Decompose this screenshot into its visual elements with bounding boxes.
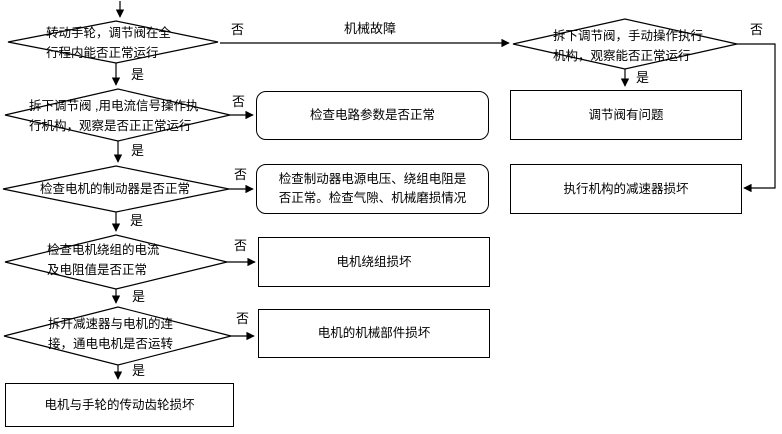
edge-label-no-1: 否 <box>231 22 245 37</box>
edge-label-yes-4: 是 <box>132 289 146 304</box>
decision-current-signal-shape <box>4 88 231 142</box>
edge-label-no-3: 否 <box>234 167 248 182</box>
result-valve-problem: 调节阀有问题 <box>510 90 742 140</box>
edge-label-yes-3: 是 <box>130 213 144 228</box>
result-reducer-damaged: 执行机构的减速器损坏 <box>510 164 742 214</box>
result-motor-mech-damaged: 电机的机械部件损坏 <box>258 309 490 358</box>
decision-winding-shape <box>4 234 228 290</box>
decision-handwheel-shape <box>7 20 219 64</box>
edge-label-yes-right: 是 <box>636 70 650 85</box>
decision-current-signal-label: 拆下调节阀 ,用电流信号操作执 行机构，观察是否正正常运行 <box>29 99 199 133</box>
decision-handwheel-label: 转动手轮，调节阀在全 行程内能否正常运行 <box>46 26 172 60</box>
edge-label-yes-2: 是 <box>131 143 145 158</box>
edge-label-no-4: 否 <box>234 238 248 253</box>
decision-brake-label: 检查电机的制动器是否正常 <box>40 182 191 196</box>
edge-label-yes-1: 是 <box>131 67 145 82</box>
decision-winding-label: 检查电机绕组的电流 及电阻值是否正常 <box>47 243 160 277</box>
edge-label-no-right: 否 <box>750 22 764 37</box>
process-check-circuit: 检查电路参数是否正常 <box>256 91 489 140</box>
edge-label-yes-5: 是 <box>132 363 146 378</box>
decision-brake-shape <box>2 165 230 213</box>
edge-label-no-2: 否 <box>232 94 246 109</box>
decision-motor-run-shape <box>3 306 232 366</box>
decision-manual-actuator-shape <box>512 18 738 70</box>
process-check-brake: 检查制动器电源电压、绕组电阻是 否正常。检查气隙、机械磨损情况 <box>256 164 489 214</box>
edge-label-mechanical-fault: 机械故障 <box>344 21 397 36</box>
decision-manual-actuator-label: 拆下调节阀，手动操作执行 机构，观察能否正常运行 <box>553 29 704 63</box>
connector-dr-no <box>737 43 776 193</box>
result-gear-damaged: 电机与手轮的传动齿轮损坏 <box>5 383 234 427</box>
decision-motor-run-label: 拆开减速器与电机的连 接，通电电机是否运转 <box>48 317 174 351</box>
result-winding-damaged: 电机绕组损坏 <box>258 237 490 287</box>
edge-label-no-5: 否 <box>236 311 250 326</box>
